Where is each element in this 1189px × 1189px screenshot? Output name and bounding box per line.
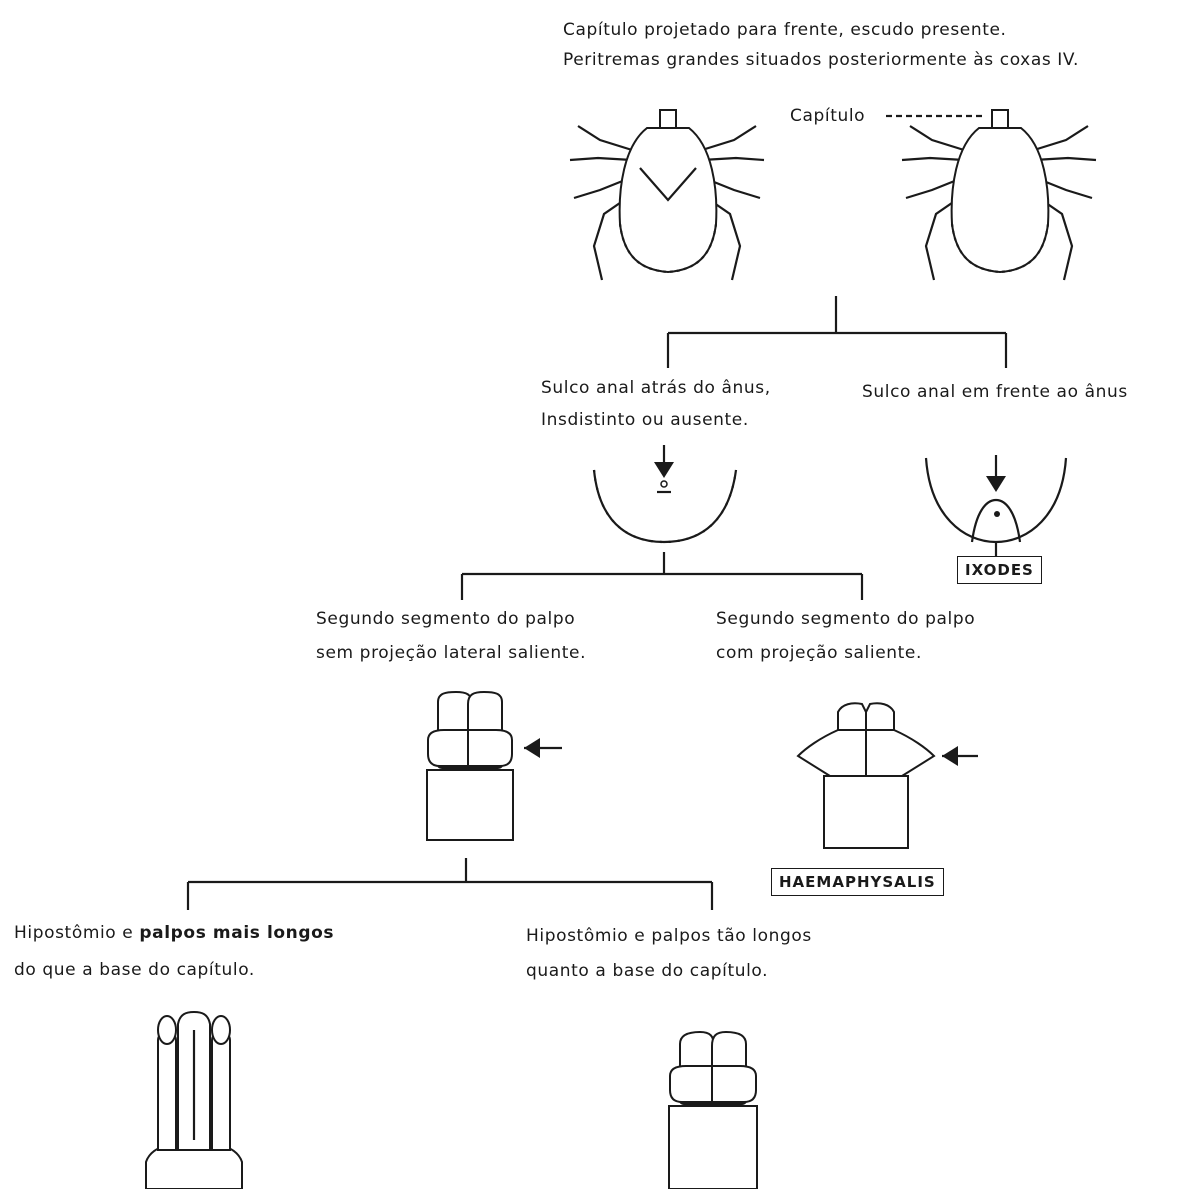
palp-left-line-2: sem projeção lateral saliente. (316, 643, 587, 663)
branch-connector-3 (186, 858, 714, 910)
palp-right-line-1: Segundo segmento do palpo (716, 609, 976, 629)
genus-box-ixodes: IXODES (957, 556, 1042, 584)
capitulo-label: Capítulo (790, 106, 866, 126)
anal-groove-behind-illustration (592, 445, 738, 544)
hypostome-left-line-1b: palpos mais longos (139, 923, 335, 943)
branch-connector-1 (666, 296, 1008, 368)
palp-left-line-1: Segundo segmento do palpo (316, 609, 576, 629)
capitulum-no-projection-illustration (426, 690, 562, 841)
anal-right-label: Sulco anal em frente ao ânus (862, 382, 1128, 402)
palp-right-line-2: com projeção saliente. (716, 643, 922, 663)
capitulum-salient-projection-illustration (796, 702, 978, 849)
hypostome-left-line-1: Hipostômio e palpos mais longos (14, 925, 334, 942)
hypostome-right-line-1: Hipostômio e palpos tão longos (526, 926, 812, 946)
genus-box-haemaphysalis: HAEMAPHYSALIS (771, 868, 944, 896)
hypostome-left-line-2: do que a base do capítulo. (14, 960, 255, 980)
header-line-2: Peritremas grandes situados posteriormen… (563, 50, 1079, 70)
long-hypostome-illustration (145, 1010, 243, 1189)
anal-left-line-2: Insdistinto ou ausente. (541, 410, 749, 430)
tick-with-scutum-illustration (569, 109, 765, 281)
header-line-1: Capítulo projetado para frente, escudo p… (563, 20, 1007, 40)
anal-left-line-1: Sulco anal atrás do ânus, (541, 378, 771, 398)
hypostome-left-line-1a: Hipostômio e (14, 923, 140, 943)
anal-groove-front-illustration (924, 455, 1068, 556)
tick-without-scutum-illustration (886, 109, 1097, 281)
short-hypostome-illustration (668, 1030, 758, 1189)
branch-connector-2 (460, 552, 864, 600)
hypostome-right-line-2: quanto a base do capítulo. (526, 961, 769, 981)
